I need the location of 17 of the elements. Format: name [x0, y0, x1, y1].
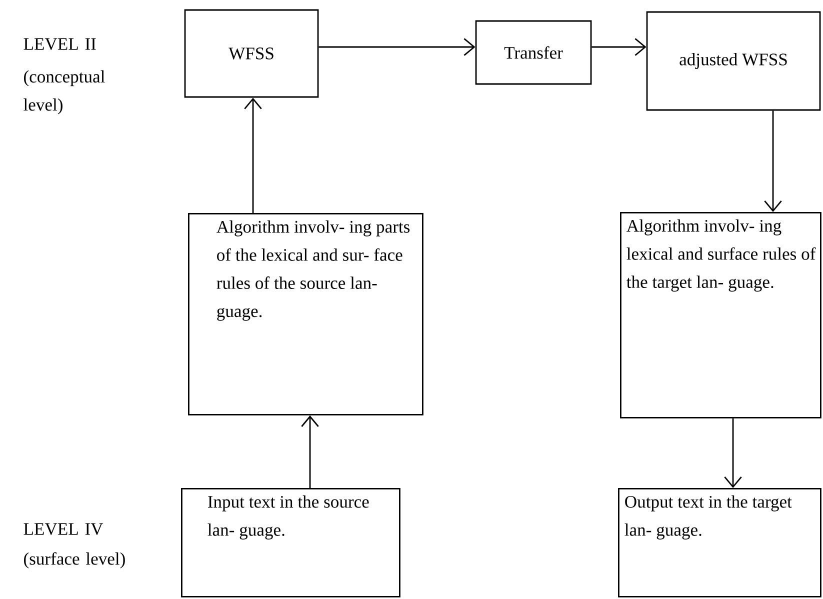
- text-box: Algorithm involv- ing lexical and surface rules of the target lan- guage.: [620, 212, 822, 418]
- arrow: [318, 38, 476, 56]
- level-label: LEVEL IV: [24, 523, 104, 535]
- level-description: (surface level): [24, 552, 125, 568]
- text-box: Input text in the source lan- guage.: [181, 488, 400, 598]
- arrow: [301, 415, 319, 488]
- level-label: LEVEL II: [24, 38, 96, 50]
- arrow: [592, 38, 646, 56]
- text-box: Output text in the target lan- guage.: [618, 488, 822, 598]
- process-box: WFSS: [184, 9, 319, 98]
- arrow: [244, 98, 262, 213]
- process-box: Transfer: [475, 20, 592, 85]
- text-box: Algorithm involv- ing parts of the lexical and sur- face rules of the source lan- guage.: [188, 213, 424, 416]
- level-description: (conceptual level): [24, 70, 105, 114]
- arrow: [724, 418, 742, 488]
- process-box: adjusted WFSS: [646, 11, 821, 111]
- arrow: [764, 110, 782, 212]
